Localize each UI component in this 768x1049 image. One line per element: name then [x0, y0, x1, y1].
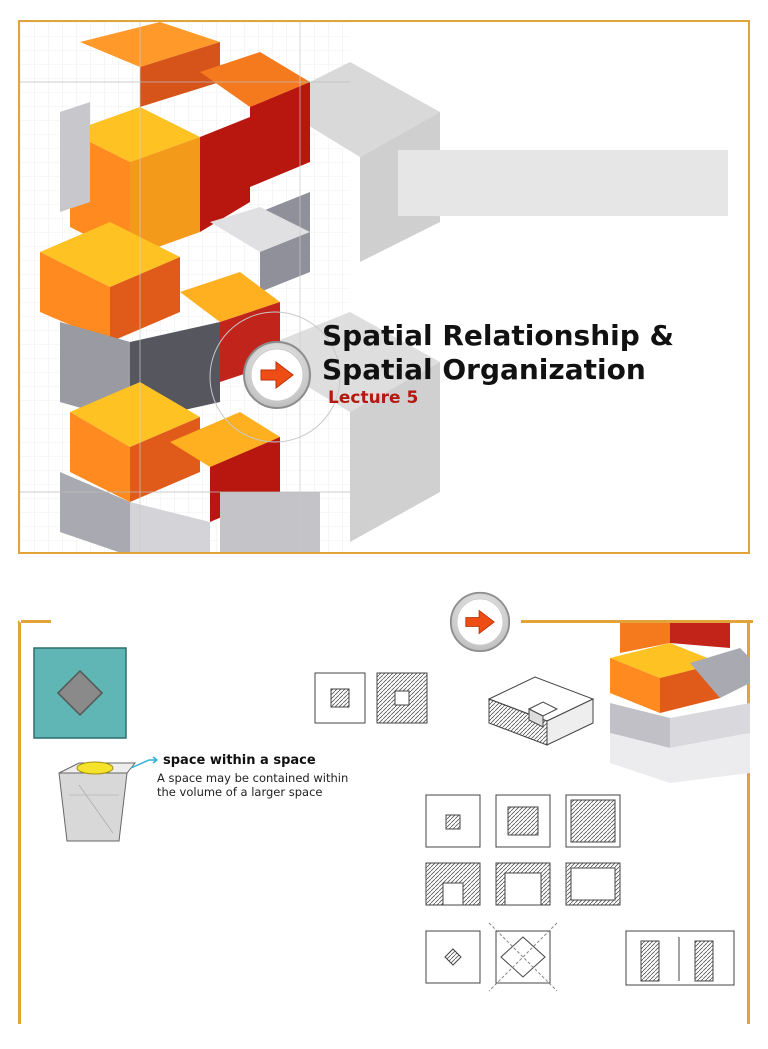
slide-border-segment	[21, 620, 51, 623]
isometric-blocks-graphic	[20, 22, 440, 552]
caption-heading: space within a space	[163, 753, 316, 768]
caption-text: A space may be contained within the volu…	[157, 771, 349, 799]
arrow-right-icon[interactable]	[242, 340, 312, 410]
space-within-space-diagram	[33, 647, 127, 739]
content-slide: space within a space A space may be cont…	[18, 591, 753, 1024]
sketch-volume-icon	[58, 761, 137, 842]
spatial-sketches	[314, 672, 735, 992]
pointer-arrow-icon	[130, 756, 159, 769]
slide-border-segment	[521, 620, 753, 623]
title-line-1: Spatial Relationship &	[322, 319, 674, 352]
corner-blocks-graphic	[610, 623, 750, 783]
slide-title: Spatial Relationship & Spatial Organizat…	[322, 319, 674, 387]
slide-subtitle: Lecture 5	[328, 388, 419, 408]
title-line-2: Spatial Organization	[322, 353, 646, 386]
title-slide: Spatial Relationship & Spatial Organizat…	[18, 20, 750, 554]
arrow-right-icon[interactable]	[449, 591, 511, 653]
decorative-gray-bar	[398, 150, 728, 216]
